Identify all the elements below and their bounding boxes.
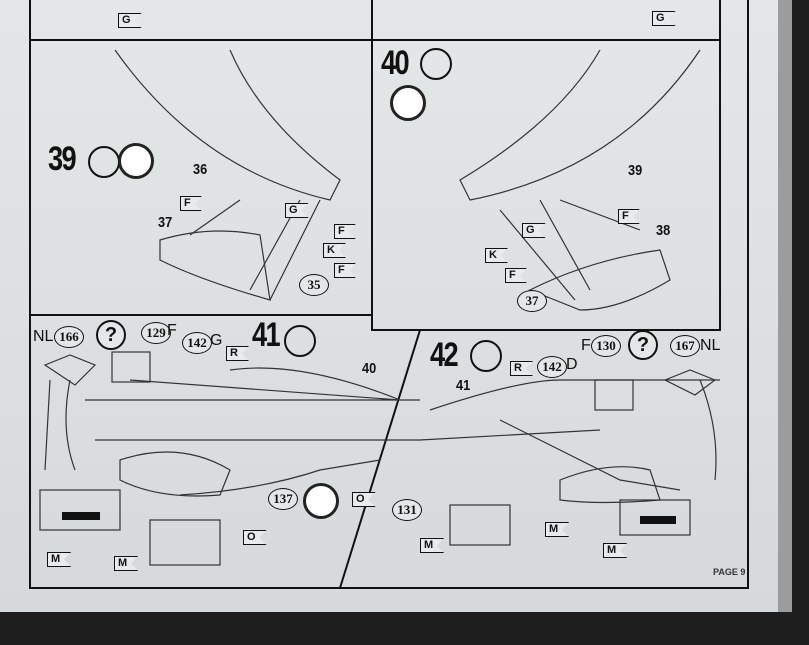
part-39: 39 [628,162,643,179]
clock-icon [303,483,339,519]
clock-icon [390,85,426,121]
nl-label: NL [33,328,54,345]
question-icon: ? [628,330,658,360]
question-icon: ? [96,320,126,350]
glue-icon [470,340,502,372]
page-edge [778,0,792,612]
helicopter-drawings [39,49,720,566]
glue-icon [284,325,316,357]
part-137: 137 [268,488,298,510]
instruction-page [0,0,778,612]
variant-g: G [210,332,223,349]
variant-d: D [566,356,578,373]
part-166: 166 [54,326,84,348]
part-38: 38 [656,222,671,239]
part-142: 142 [182,332,212,354]
flag-o: O [352,492,376,507]
step-41-number: 41 [252,316,281,354]
clock-icon [118,143,154,179]
step-40-number: 40 [381,44,410,82]
page-number: PAGE 9 [713,567,746,577]
flag-m: M [420,538,445,553]
flag-m: M [545,522,570,537]
part-36: 36 [193,161,208,178]
step-42-number: 42 [430,336,459,374]
flag-g-top-right: G [652,11,676,26]
variant-f: F [581,337,591,354]
variant-f: F [167,322,177,339]
part-41: 41 [456,377,471,394]
part-167: 167 [670,335,700,357]
part-129: 129 [141,322,171,344]
part-37: 37 [517,290,547,312]
part-40: 40 [362,360,377,377]
flag: F [180,196,202,211]
part-130: 130 [591,335,621,357]
glue-icon [420,48,452,80]
glue-icon [88,146,120,178]
part-131: 131 [392,499,422,521]
nl-label: NL [700,337,721,354]
flag: K [485,248,508,263]
part-142: 142 [537,356,567,378]
part-35: 35 [299,274,329,296]
part-37: 37 [158,214,173,231]
step-39-number: 39 [48,140,77,178]
